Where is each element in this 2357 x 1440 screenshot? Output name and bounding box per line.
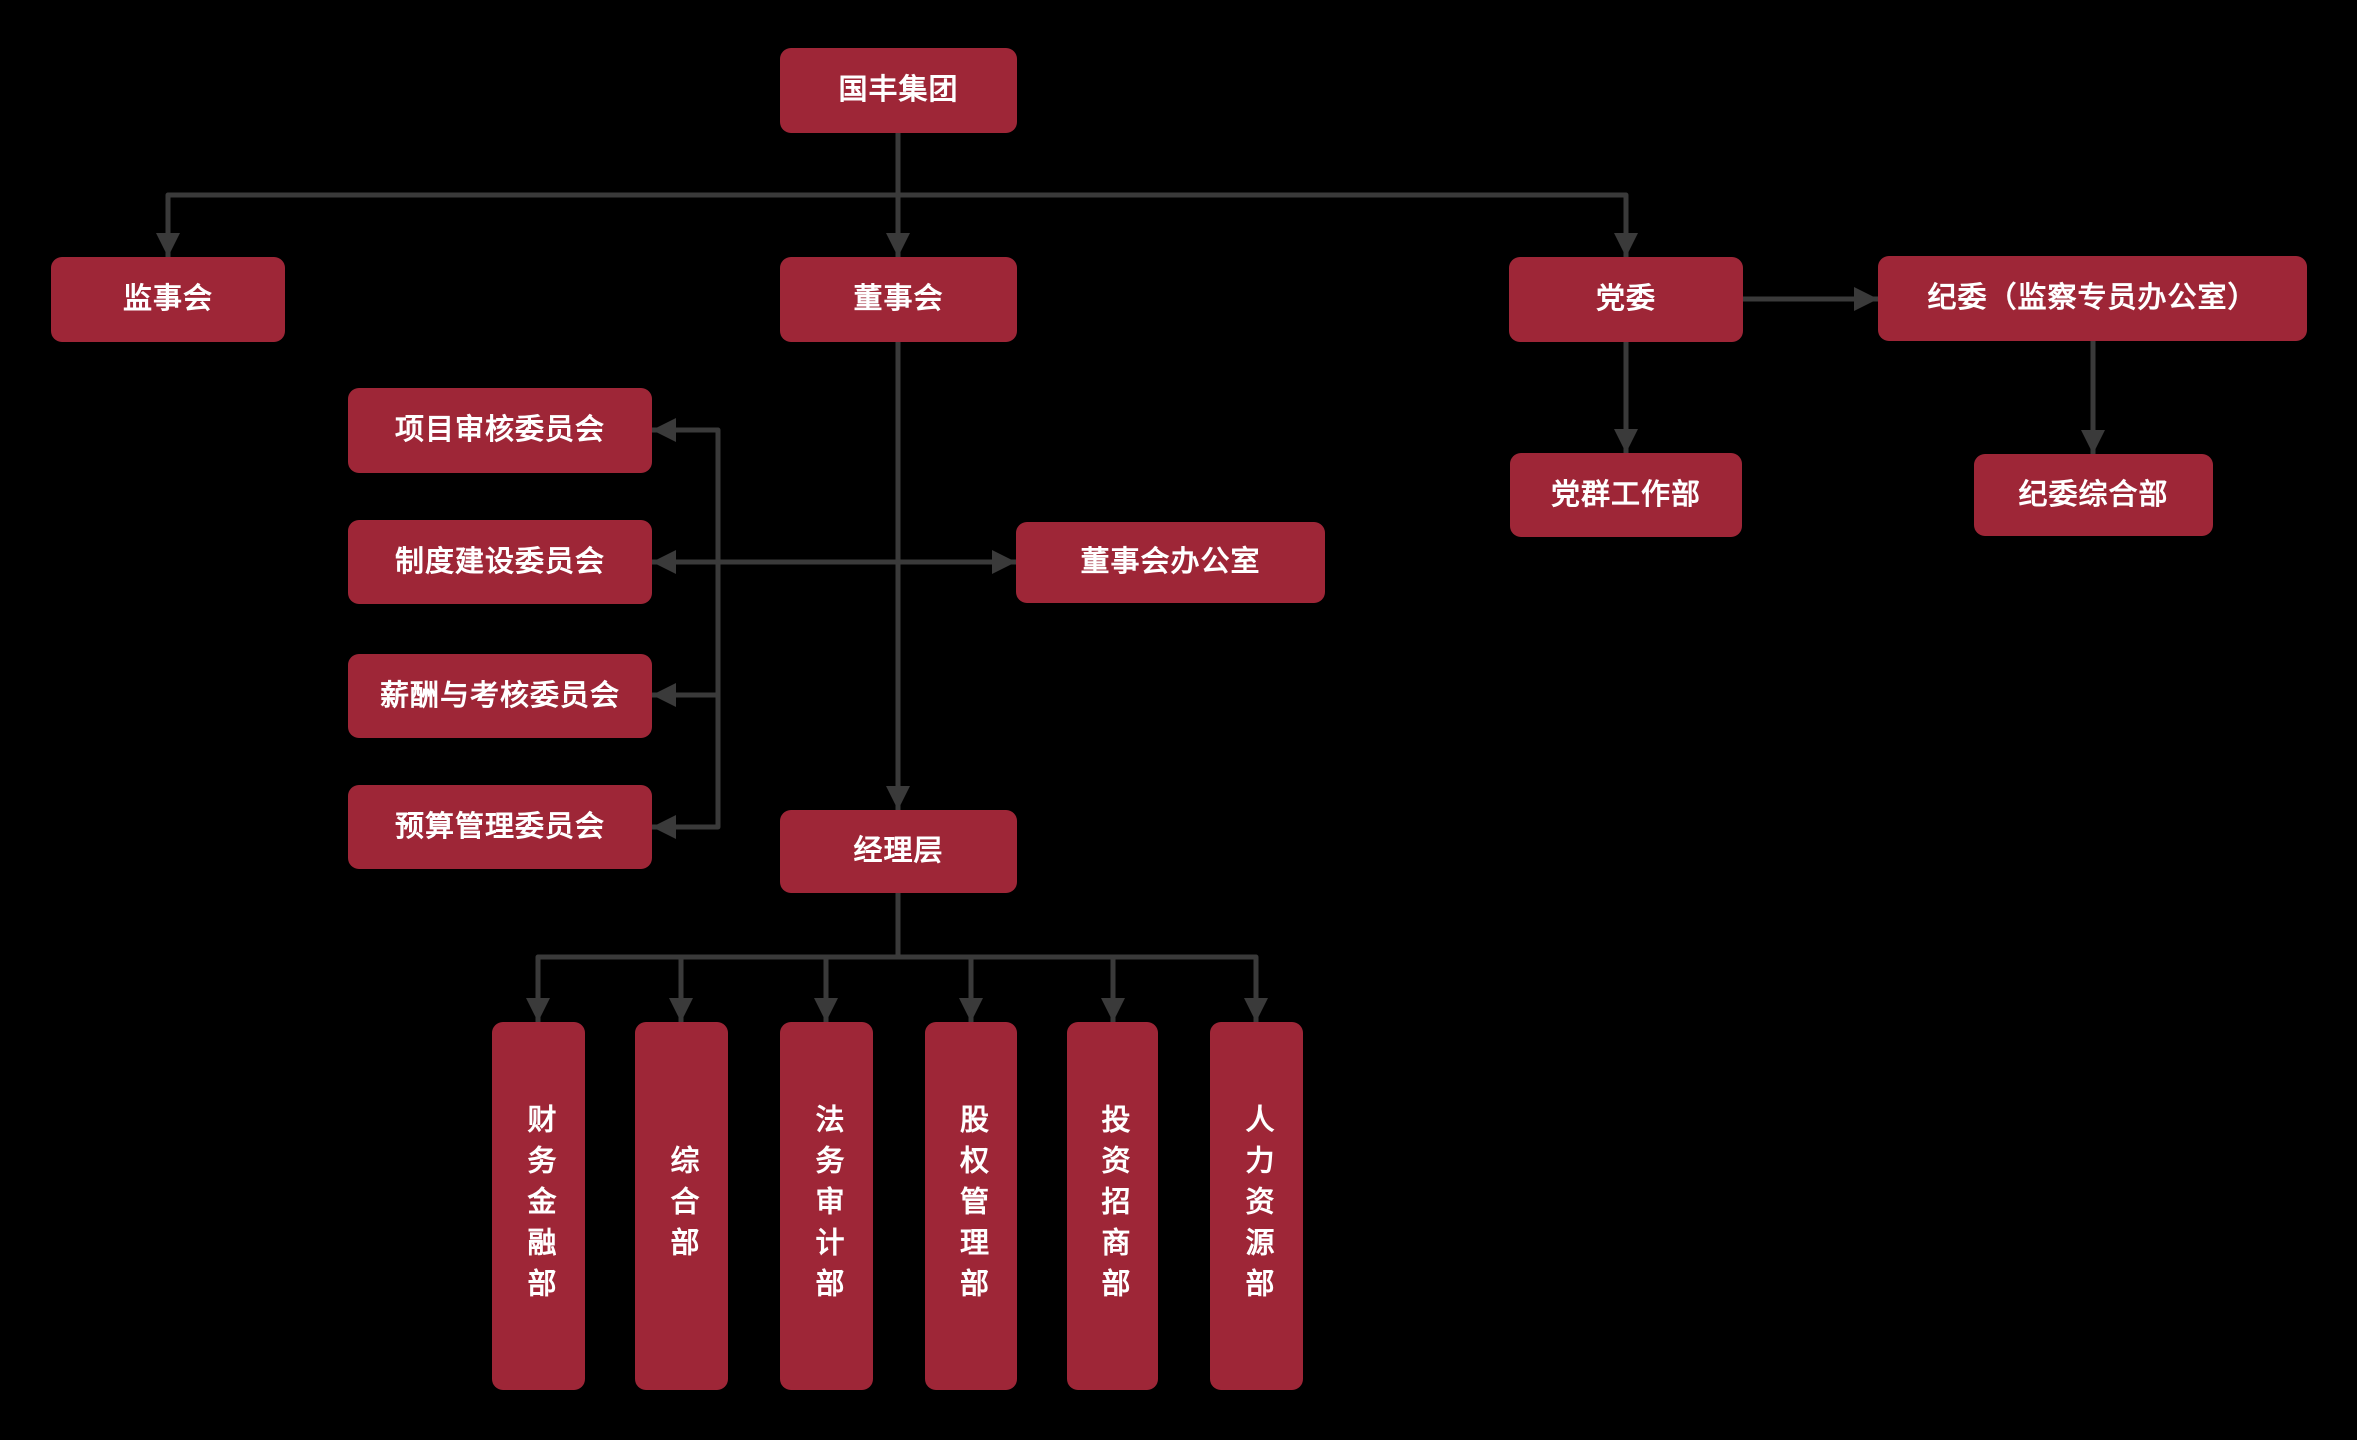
node-legal-audit-dept: 法务审计部 (780, 1022, 873, 1390)
node-hr-dept: 人力资源部 (1210, 1022, 1303, 1390)
node-project-review-committee: 项目审核委员会 (348, 388, 652, 473)
node-supervisory-board: 监事会 (51, 257, 285, 342)
node-discipline-general-dept: 纪委综合部 (1974, 454, 2213, 536)
node-finance-dept: 财务金融部 (492, 1022, 585, 1390)
node-general-dept: 综合部 (635, 1022, 728, 1390)
node-label: 人力资源部 (1241, 1103, 1273, 1309)
node-label: 经理层 (853, 835, 944, 867)
node-label: 董事会办公室 (1080, 546, 1261, 578)
edge-committee-trunk (652, 418, 721, 839)
node-label: 法务审计部 (811, 1103, 843, 1309)
node-label: 董事会 (853, 283, 944, 315)
node-label: 党委 (1595, 283, 1656, 315)
node-investment-promotion-dept: 投资招商部 (1067, 1022, 1158, 1390)
node-label: 国丰集团 (838, 74, 959, 106)
node-board-of-directors: 董事会 (780, 257, 1017, 342)
edge-bottom-bus (526, 954, 1268, 1022)
node-label: 投资招商部 (1097, 1103, 1129, 1309)
node-label: 制度建设委员会 (394, 545, 605, 578)
node-system-construction-committee: 制度建设委员会 (348, 520, 652, 604)
node-label: 纪委综合部 (2018, 478, 2169, 511)
node-compensation-assessment-committee: 薪酬与考核委员会 (348, 654, 652, 738)
node-party-committee: 党委 (1509, 257, 1743, 342)
node-label: 党群工作部 (1550, 478, 1701, 511)
node-label: 综合部 (666, 1144, 698, 1268)
node-label: 财务金融部 (523, 1103, 555, 1309)
node-party-mass-work-dept: 党群工作部 (1510, 453, 1742, 537)
node-label: 股权管理部 (955, 1103, 988, 1309)
node-budget-management-committee: 预算管理委员会 (348, 785, 652, 869)
node-management-level: 经理层 (780, 810, 1017, 893)
node-label: 纪委（监察专员办公室） (1927, 282, 2258, 314)
node-label: 项目审核委员会 (394, 414, 605, 446)
node-discipline-committee: 纪委（监察专员办公室） (1878, 256, 2307, 341)
node-board-office: 董事会办公室 (1016, 522, 1325, 603)
node-label: 薪酬与考核委员会 (379, 679, 620, 712)
node-group-headquarters: 国丰集团 (780, 48, 1017, 133)
node-equity-management-dept: 股权管理部 (925, 1022, 1017, 1390)
node-label: 监事会 (122, 283, 213, 315)
node-label: 预算管理委员会 (394, 810, 605, 843)
